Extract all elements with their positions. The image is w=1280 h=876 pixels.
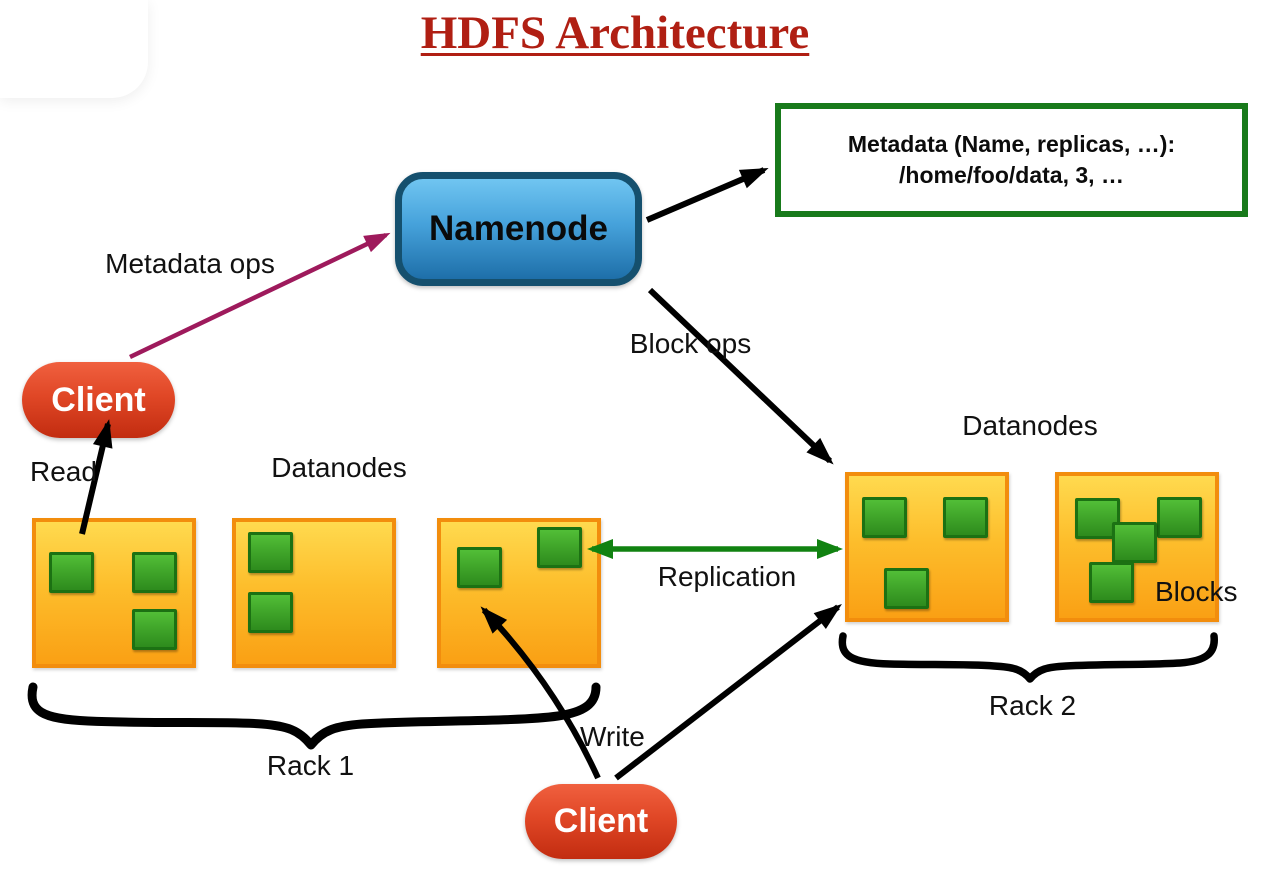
- blocks-label: Blocks: [1155, 576, 1238, 607]
- replication-label: Replication: [657, 561, 797, 592]
- block: [1157, 497, 1202, 538]
- block: [49, 552, 94, 593]
- client-node-top: Client: [22, 362, 175, 438]
- diagram-title: HDFS Architecture: [420, 7, 810, 59]
- datanode-rack1-1: [32, 518, 196, 668]
- rack1-label: Rack 1: [266, 750, 355, 781]
- block: [457, 547, 502, 588]
- block-ops-label: Block ops: [629, 328, 752, 359]
- block: [132, 609, 177, 650]
- metadata-line1: Metadata (Name, replicas, …):: [847, 131, 1176, 157]
- block: [1112, 522, 1157, 563]
- write-arrow-rack2: [614, 603, 842, 781]
- datanode-rack2-2: [1055, 472, 1219, 622]
- datanodes-rack1-label: Datanodes: [271, 452, 407, 483]
- block: [943, 497, 988, 538]
- namenode-to-metadata-arrow: [645, 167, 769, 223]
- namenode-node: Namenode: [395, 172, 642, 286]
- block: [132, 552, 177, 593]
- metadata-box: Metadata (Name, replicas, …): /home/foo/…: [775, 103, 1248, 217]
- background-artifact: [0, 0, 148, 98]
- metadata-ops-label: Metadata ops: [105, 248, 275, 279]
- datanode-rack1-2: [232, 518, 396, 668]
- client-node-bottom: Client: [525, 784, 677, 859]
- rack2-brace: [838, 632, 1218, 683]
- block: [884, 568, 929, 609]
- metadata-line2: /home/foo/data, 3, …: [899, 162, 1124, 188]
- rack1-brace: [27, 682, 601, 750]
- block: [1089, 562, 1134, 603]
- rack2-label: Rack 2: [988, 690, 1077, 721]
- write-label: Write: [580, 721, 645, 752]
- block-ops-arrow: [647, 287, 834, 465]
- namenode-label: Namenode: [429, 209, 608, 248]
- block: [248, 592, 293, 633]
- block: [1075, 498, 1120, 539]
- client-top-label: Client: [51, 380, 146, 419]
- block: [862, 497, 907, 538]
- datanode-rack1-3: [437, 518, 601, 668]
- datanode-rack2-1: [845, 472, 1009, 622]
- block: [537, 527, 582, 568]
- block: [248, 532, 293, 573]
- client-bottom-label: Client: [553, 802, 649, 840]
- read-label: Read: [30, 456, 97, 487]
- datanodes-rack2-label: Datanodes: [962, 410, 1098, 441]
